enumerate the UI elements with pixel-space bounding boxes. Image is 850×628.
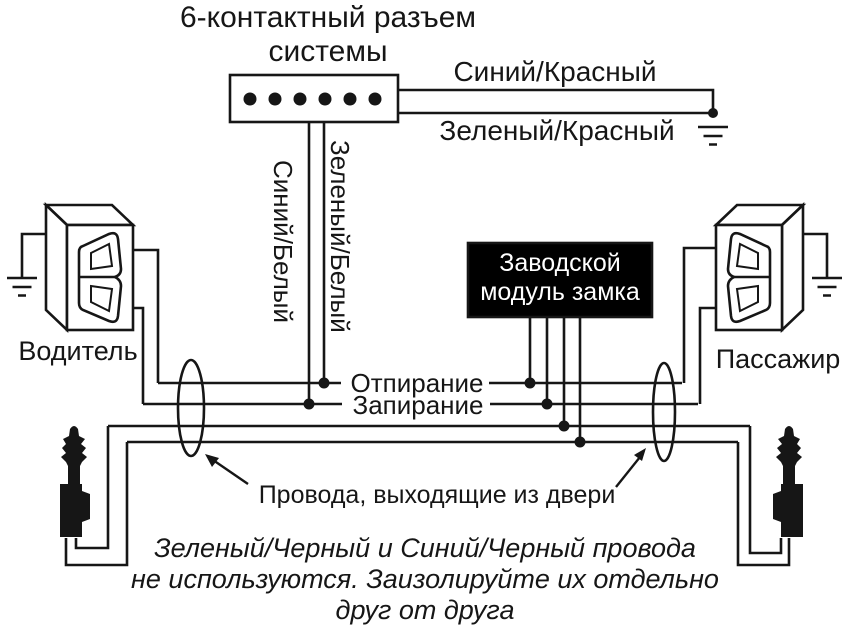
connector-pin bbox=[243, 92, 257, 106]
factory-lock-module-box bbox=[466, 241, 654, 319]
footnote-line3: друг от друга bbox=[335, 595, 515, 625]
junction-dot bbox=[524, 377, 536, 389]
diagram-title-line1: 6-контактный разъем bbox=[179, 1, 477, 34]
connector-pins bbox=[243, 92, 382, 106]
module-wires bbox=[528, 317, 582, 442]
driver-ground-wire bbox=[20, 232, 46, 277]
driver-label: Водитель bbox=[18, 336, 138, 366]
left-actuator-wires bbox=[64, 426, 129, 567]
passenger-label: Пассажир bbox=[715, 344, 841, 374]
module-label-line1: Заводской bbox=[499, 249, 621, 277]
driver-door-switch bbox=[44, 203, 135, 332]
right-door-grommet-oval bbox=[651, 361, 677, 463]
driver-switch-wires bbox=[133, 248, 160, 404]
right-actuator-wires bbox=[736, 426, 791, 567]
passenger-switch-wires bbox=[682, 246, 716, 404]
factory-lock-module-label: Заводской модуль замка bbox=[468, 249, 652, 307]
left-lock-actuator bbox=[60, 426, 90, 537]
wire-label-blue-red: Синий/Красный bbox=[453, 56, 657, 87]
connector-pin bbox=[368, 92, 382, 106]
passenger-door-switch bbox=[714, 203, 805, 332]
wire-blue-red bbox=[398, 88, 715, 112]
door-wires-note: Провода, выходящие из двери bbox=[258, 481, 616, 509]
ground-icon bbox=[5, 276, 39, 297]
left-door-grommet-oval bbox=[176, 358, 206, 458]
connector-pin bbox=[268, 92, 282, 106]
passenger-ground-wire bbox=[803, 232, 829, 277]
right-arrowhead-icon bbox=[634, 448, 646, 461]
junction-dot bbox=[318, 377, 330, 389]
connector-pin bbox=[293, 92, 307, 106]
module-label-line2: модуль замка bbox=[480, 278, 640, 306]
lock-label: Запирание bbox=[352, 390, 484, 420]
wire-label-blue-white: Синий/Белый bbox=[268, 160, 298, 323]
diagram-title-line2: системы bbox=[268, 35, 388, 68]
left-arrow-icon bbox=[212, 459, 249, 485]
connector-pin bbox=[318, 92, 332, 106]
footnote-line1: Зеленый/Черный и Синий/Черный провода bbox=[154, 533, 696, 563]
right-arrow-icon bbox=[615, 456, 641, 488]
wire-label-green-white: Зеленый/Белый bbox=[325, 140, 355, 333]
wire-label-green-red: Зеленый/Красный bbox=[439, 115, 675, 146]
junction-dot bbox=[708, 108, 718, 118]
right-lock-actuator bbox=[773, 426, 803, 537]
junction-dot bbox=[541, 398, 553, 410]
footnote: Зеленый/Черный и Синий/Черный провода не… bbox=[75, 533, 775, 626]
ground-icon bbox=[810, 276, 844, 297]
junction-dot bbox=[303, 398, 315, 410]
connector-pin bbox=[343, 92, 357, 106]
junction-dots bbox=[303, 108, 718, 448]
left-arrowhead-icon bbox=[205, 454, 219, 467]
footnote-line2: не используются. Заизолируйте их отдельн… bbox=[131, 564, 719, 594]
junction-dot bbox=[574, 436, 586, 448]
junction-dot bbox=[558, 420, 570, 432]
unlock-label: Отпирание bbox=[350, 368, 484, 398]
ground-icon bbox=[696, 125, 730, 146]
